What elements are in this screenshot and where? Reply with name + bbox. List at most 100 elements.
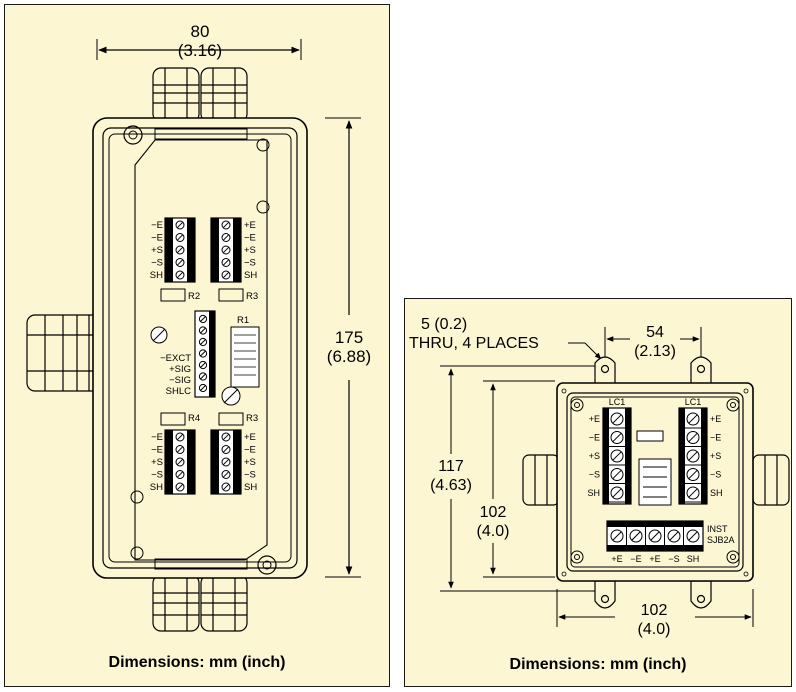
terminal-label: SH <box>244 482 257 493</box>
inst-tag: INST <box>707 524 728 534</box>
terminal-label: −S <box>710 470 721 480</box>
inner-height-mm: 102 <box>479 504 507 521</box>
terminal-label: SH <box>150 270 163 281</box>
terminal-label: −S <box>589 470 600 480</box>
terminal-label: SH <box>244 270 257 281</box>
inner-height-dimension <box>483 380 555 578</box>
width-dimension-text: 80 (3.16) <box>155 22 245 60</box>
height-dimension-line <box>325 117 361 578</box>
mounting-tabs <box>594 356 712 609</box>
mount-spacing-mm: 54 <box>646 324 664 341</box>
terminal-strip <box>603 408 609 504</box>
width-text: 102 (4.0) <box>621 601 687 639</box>
hole-note-leader <box>568 342 602 360</box>
resistor-label: R4 <box>188 413 200 424</box>
terminal-label: +S <box>244 245 256 256</box>
bottom-terminal-label: +E <box>611 554 622 564</box>
block-header-label: LC1 <box>685 397 702 407</box>
width-mm: 80 <box>190 22 210 41</box>
mount-spacing-dimension <box>604 327 702 359</box>
top-cable-glands <box>152 67 248 123</box>
terminal-label: +S <box>151 457 163 468</box>
bottom-cable-glands <box>152 574 248 632</box>
potentiometers <box>150 326 241 406</box>
terminal-label: +S <box>151 245 163 256</box>
terminal-label: +S <box>589 451 600 461</box>
right-caption: Dimensions: mm (inch) <box>509 656 687 673</box>
middle-terminal-label: −SIG <box>169 375 191 386</box>
top-right-terminal-block: +E −E+S −SSH R3 <box>210 217 258 302</box>
block-header-label: LC1 <box>609 397 626 407</box>
outer-height-mm: 117 <box>438 458 464 475</box>
middle-terminal-label: +SIG <box>169 364 191 375</box>
width-inch-right: (4.0) <box>637 621 671 638</box>
resistor-label: R3 <box>246 413 258 424</box>
terminal-label: −E <box>151 233 163 244</box>
terminal-strip <box>679 408 685 504</box>
right-enclosure-drawing: LC1 +E −E +S −S SH LC1 +E −E +S −S SH +E −E +E −S SH INST… <box>440 327 790 627</box>
terminal-label: SH <box>150 482 163 493</box>
terminal-label: −E <box>151 432 163 443</box>
terminal-label: SH <box>587 488 600 498</box>
terminal-label: +S <box>710 451 721 461</box>
terminal-label: −E <box>151 445 163 456</box>
outer-height-text: 117 (4.63) <box>421 457 481 495</box>
right-side-glands <box>522 454 790 506</box>
height-mm: 175 <box>334 328 364 347</box>
chip-label: R1 <box>237 315 249 326</box>
hole-note-size: 5 (0.2) <box>421 316 468 333</box>
terminal-label: +E <box>589 414 600 424</box>
model-tag: SJB2A <box>707 535 735 545</box>
height-dimension-text: 175 (6.88) <box>317 328 381 366</box>
mount-spacing-text: 54 (2.13) <box>627 323 683 361</box>
terminal-strip <box>211 218 219 282</box>
right-diagram-panel: LC1 +E −E +S −S SH LC1 +E −E +S −S SH +E −E +E −S SH INST… <box>404 298 792 687</box>
terminal-label: −E <box>244 233 256 244</box>
chip-r1 <box>234 334 256 376</box>
hole-note-places: THRU, 4 PLACES <box>409 335 539 352</box>
left-caption: Dimensions: mm (inch) <box>108 654 286 671</box>
width-mm-right: 102 <box>640 602 668 619</box>
middle-terminal-label: −EXCT <box>160 353 191 364</box>
width-dimension <box>556 589 754 627</box>
hole-note: 5 (0.2) THRU, 4 PLACES <box>409 315 569 353</box>
terminal-label: +S <box>244 457 256 468</box>
height-inch: (6.88) <box>326 347 372 366</box>
mount-spacing-inch: (2.13) <box>634 343 676 360</box>
terminal-label: −E <box>244 445 256 456</box>
terminal-strip <box>165 218 173 282</box>
bottom-terminal-label: −E <box>630 554 641 564</box>
side-cable-gland <box>26 314 102 392</box>
outer-height-inch: (4.63) <box>430 477 472 494</box>
terminal-strip <box>165 430 173 494</box>
width-inch: (3.16) <box>177 41 223 60</box>
inner-height-text: 102 (4.0) <box>467 503 519 541</box>
left-enclosure-drawing: −E−E+S−SSHR2+E−E+S−SSHR3−E−E+S−SSHR4+E−E… <box>26 39 361 632</box>
center-component <box>638 458 672 506</box>
terminal-label: −S <box>244 258 256 269</box>
terminal-label: −E <box>589 433 600 443</box>
terminal-label: −E <box>151 220 163 231</box>
terminal-label: SH <box>710 488 723 498</box>
terminal-label: +E <box>244 220 256 231</box>
inner-height-inch: (4.0) <box>476 523 510 540</box>
left-lc1-terminal-block: LC1 +E −E +S −S SH <box>587 397 632 505</box>
terminal-label: −S <box>151 470 163 481</box>
bottom-terminal-label: −S <box>668 554 679 564</box>
outer-height-dimension <box>440 365 597 592</box>
right-lc1-terminal-block: LC1 +E −E +S −S SH <box>678 397 723 505</box>
terminal-strip <box>211 430 219 494</box>
terminal-label: +E <box>710 414 721 424</box>
resistor-label: R3 <box>246 291 258 302</box>
terminal-label: −E <box>710 433 721 443</box>
bottom-terminal-label: +E <box>649 554 660 564</box>
resistor-label: R2 <box>188 291 200 302</box>
terminal-label: −S <box>244 470 256 481</box>
bottom-terminal-label: SH <box>687 554 700 564</box>
